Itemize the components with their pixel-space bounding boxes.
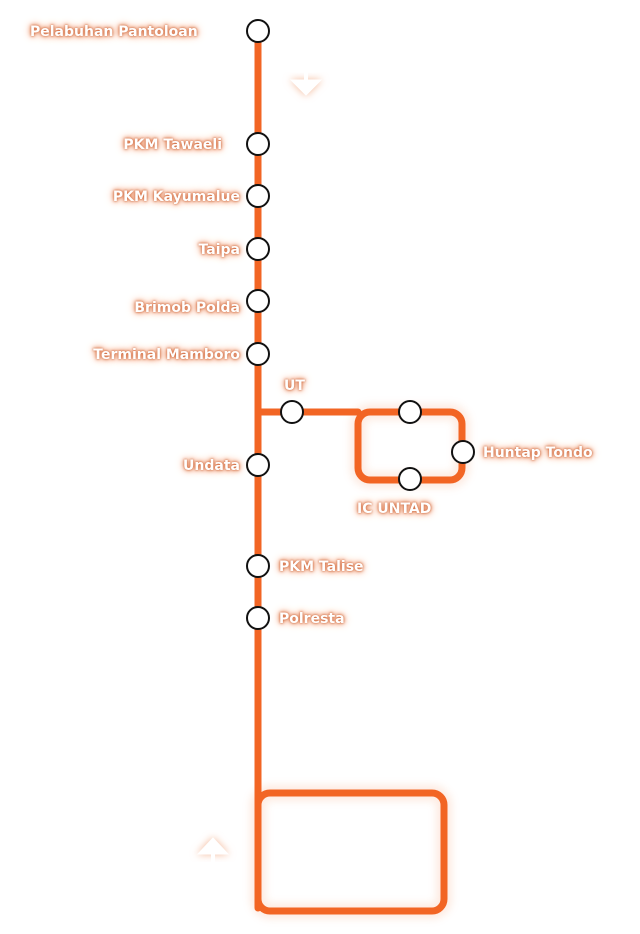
stop-taipa[interactable]	[246, 237, 270, 261]
label-taipa: Taipa	[198, 242, 240, 258]
stop-terminal-mamboro[interactable]	[246, 342, 270, 366]
arrow-up-icon	[196, 837, 230, 914]
stop-undata[interactable]	[246, 453, 270, 477]
stop-polresta[interactable]	[246, 606, 270, 630]
stop-huntap-tondo[interactable]	[451, 440, 475, 464]
arrow-down-icon	[289, 16, 323, 96]
terminal-loop	[254, 789, 448, 915]
stop-ut[interactable]	[280, 400, 304, 424]
stop-loop-top[interactable]	[398, 400, 422, 424]
stop-pelabuhan-pantoloan[interactable]	[246, 19, 270, 43]
direction-arrows	[196, 16, 323, 914]
label-ic-untad: IC UNTAD	[357, 501, 432, 517]
stop-pkm-kayumalue[interactable]	[246, 184, 270, 208]
label-ut: UT	[284, 378, 305, 394]
label-brimob-polda: Brimob Polda	[134, 300, 240, 316]
stops	[246, 19, 475, 630]
label-pkm-talise: PKM Talise	[279, 559, 364, 575]
terminal-loop-glow	[250, 785, 452, 919]
label-pkm-kayumalue: PKM Kayumalue	[112, 189, 240, 205]
route-lines	[250, 24, 470, 919]
label-pelabuhan-pantoloan: Pelabuhan Pantoloan	[30, 24, 198, 40]
label-pkm-tawaeli: PKM Tawaeli	[123, 137, 222, 153]
stop-pkm-talise[interactable]	[246, 554, 270, 578]
stop-brimob-polda[interactable]	[246, 289, 270, 313]
label-polresta: Polresta	[279, 611, 345, 627]
stop-ic-untad[interactable]	[398, 467, 422, 491]
label-huntap-tondo: Huntap Tondo	[483, 445, 593, 461]
label-terminal-mamboro: Terminal Mamboro	[93, 347, 240, 363]
label-undata: Undata	[183, 458, 240, 474]
stop-pkm-tawaeli[interactable]	[246, 132, 270, 156]
